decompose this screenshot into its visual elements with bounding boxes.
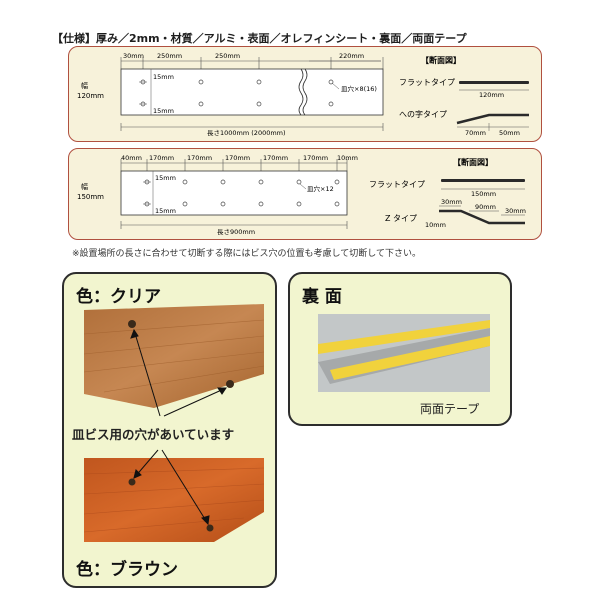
back-title: 裏 面 <box>302 287 342 307</box>
dim-top-2: 170mm <box>187 154 212 162</box>
hole-note: 皿穴×8(16) <box>341 84 377 93</box>
screw-hole-icon <box>206 524 214 532</box>
hole-offset-top: 15mm <box>153 73 174 81</box>
wood-brown-image <box>84 458 264 542</box>
type2-dim-2: 30mm <box>505 207 526 215</box>
screw-hole-icon <box>226 380 234 388</box>
tape-label: 両面テープ <box>420 402 480 416</box>
type2-dim-1: 50mm <box>499 129 520 137</box>
wood-clear-image <box>84 304 264 408</box>
dim-top-4: 170mm <box>263 154 288 162</box>
width-label-line1: 幅 <box>81 182 88 191</box>
color-panel: 色：クリア <box>62 272 277 588</box>
arrow-icon <box>130 328 227 526</box>
diagram-plate-120: 幅 120mm 30mm 250mm 250mm 220mm 15mm 15mm <box>77 52 529 137</box>
color-clear-title: 色：クリア <box>76 287 161 307</box>
color-brown-title: 色：ブラウン <box>76 560 178 580</box>
diagram-plate-150: 幅 150mm 40mm 170mm 170mm 170mm 170mm 170… <box>77 154 526 236</box>
hole-offset-top: 15mm <box>155 174 176 182</box>
type2-label: Z タイプ <box>385 214 417 223</box>
screw-hole-icon <box>128 478 136 486</box>
type1-label: フラットタイプ <box>399 78 455 87</box>
spec-title: 【仕様】厚み／2mm・材質／アルミ・表面／オレフィンシート・裏面／両面テープ <box>52 32 467 45</box>
type1-dim: 150mm <box>471 190 496 198</box>
dim-top-2: 250mm <box>215 52 240 60</box>
dim-top-3: 220mm <box>339 52 364 60</box>
dim-top-1: 170mm <box>149 154 174 162</box>
width-label-line1: 幅 <box>81 81 88 90</box>
width-label-line2: 120mm <box>77 92 104 100</box>
screw-hole-icon <box>128 320 136 328</box>
type2-dim-1: 90mm <box>475 203 496 211</box>
dim-top-6: 10mm <box>337 154 358 162</box>
section-title: 【断面図】 <box>421 55 461 65</box>
dim-top-0: 40mm <box>121 154 142 162</box>
width-label-line2: 150mm <box>77 193 104 201</box>
dim-top-3: 170mm <box>225 154 250 162</box>
spec-panel-120: 幅 120mm 30mm 250mm 250mm 220mm 15mm 15mm <box>68 46 542 142</box>
hole-offset-bottom: 15mm <box>155 207 176 215</box>
type2-dim-3: 10mm <box>425 221 446 229</box>
type2-dim-0: 70mm <box>465 129 486 137</box>
dim-top-1: 250mm <box>157 52 182 60</box>
type1-dim: 120mm <box>479 91 504 99</box>
hole-offset-bottom: 15mm <box>153 107 174 115</box>
wood-photos <box>64 304 275 542</box>
dim-top-5: 170mm <box>303 154 328 162</box>
section-title: 【断面図】 <box>453 157 493 167</box>
cutting-note: ※設置場所の長さに合わせて切断する際にはビス穴の位置も考慮して切断して下さい。 <box>72 249 422 259</box>
hole-note: 皿穴×12 <box>307 184 334 193</box>
length-label: 長さ900mm <box>217 228 255 236</box>
hole-caption: 皿ビス用の穴があいています <box>72 427 235 442</box>
back-panel: 裏 面 両面テープ <box>288 272 512 426</box>
type2-dim-0: 30mm <box>441 198 462 206</box>
type1-label: フラットタイプ <box>369 180 425 189</box>
length-label: 長さ1000mm (2000mm) <box>207 129 286 137</box>
dim-top-0: 30mm <box>123 52 144 60</box>
back-tape-image <box>318 314 490 392</box>
type2-label: への字タイプ <box>399 109 447 119</box>
spec-panel-150: 幅 150mm 40mm 170mm 170mm 170mm 170mm 170… <box>68 148 542 240</box>
